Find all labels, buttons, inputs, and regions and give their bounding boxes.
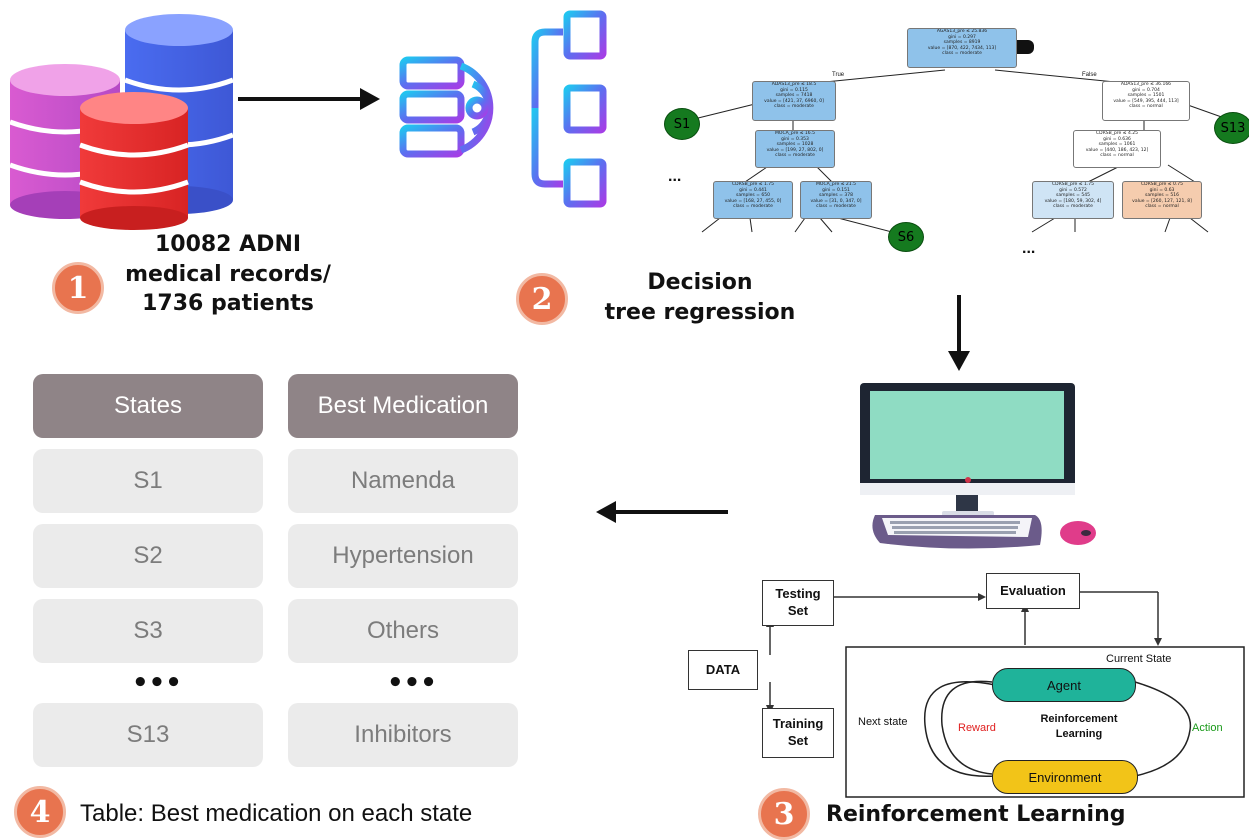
state-node-s6: S6 bbox=[888, 222, 924, 252]
caption-line: 1736 patients bbox=[142, 291, 314, 317]
step-4-caption: Table: Best medication on each state bbox=[80, 800, 473, 827]
state-node-s13: S13 bbox=[1214, 112, 1249, 144]
table-header-states: States bbox=[33, 374, 263, 438]
step-2-badge: 2 bbox=[516, 273, 568, 325]
caption-line: Decision bbox=[647, 270, 753, 295]
table-cell-medication: Others bbox=[288, 599, 518, 663]
environment-node: Environment bbox=[992, 760, 1138, 794]
computer-icon bbox=[860, 383, 1096, 549]
table-cell-state: S13 bbox=[33, 703, 263, 767]
step-3-caption: Reinforcement Learning bbox=[826, 802, 1126, 827]
table-cell-medication: Namenda bbox=[288, 449, 518, 513]
true-label: True bbox=[832, 72, 845, 78]
step-1-badge: 1 bbox=[52, 262, 104, 314]
reward-label: Reward bbox=[958, 722, 996, 734]
table-cell-state: S1 bbox=[33, 449, 263, 513]
table-ellipsis: ••• bbox=[132, 668, 182, 698]
table-cell-medication: Inhibitors bbox=[288, 703, 518, 767]
caption-line: medical records/ bbox=[125, 261, 331, 287]
step-2-caption: Decision tree regression bbox=[580, 268, 820, 327]
next-state-label: Next state bbox=[858, 716, 908, 728]
table-header-medication: Best Medication bbox=[288, 374, 518, 438]
rl-connectors bbox=[766, 591, 1245, 798]
action-label: Action bbox=[1192, 722, 1223, 734]
tree-ellipsis: ... bbox=[668, 168, 682, 185]
step-4-badge: 4 bbox=[14, 786, 66, 838]
data-box: DATA bbox=[688, 650, 758, 690]
database-icon bbox=[10, 14, 234, 230]
evaluation-box: Evaluation bbox=[986, 573, 1080, 609]
arrow-down-icon bbox=[948, 295, 970, 371]
table-cell-state: S2 bbox=[33, 524, 263, 588]
step-3-badge: 3 bbox=[758, 788, 810, 840]
caption-line: 10082 ADNI bbox=[154, 232, 302, 257]
arrow-left-icon bbox=[596, 501, 728, 523]
tree-ellipsis: ... bbox=[1022, 240, 1036, 257]
caption-line: tree regression bbox=[604, 299, 796, 325]
table-cell-medication: Hypertension bbox=[288, 524, 518, 588]
arrow-right-icon bbox=[238, 88, 380, 110]
table-ellipsis: ••• bbox=[387, 668, 437, 698]
data-processing-icon bbox=[399, 10, 607, 208]
state-node-s1: S1 bbox=[664, 108, 700, 140]
current-state-label: Current State bbox=[1106, 653, 1172, 665]
agent-node: Agent bbox=[992, 668, 1136, 702]
false-label: False bbox=[1082, 72, 1097, 78]
table-cell-state: S3 bbox=[33, 599, 263, 663]
step-1-caption: 10082 ADNI medical records/ 1736 patient… bbox=[108, 230, 348, 319]
